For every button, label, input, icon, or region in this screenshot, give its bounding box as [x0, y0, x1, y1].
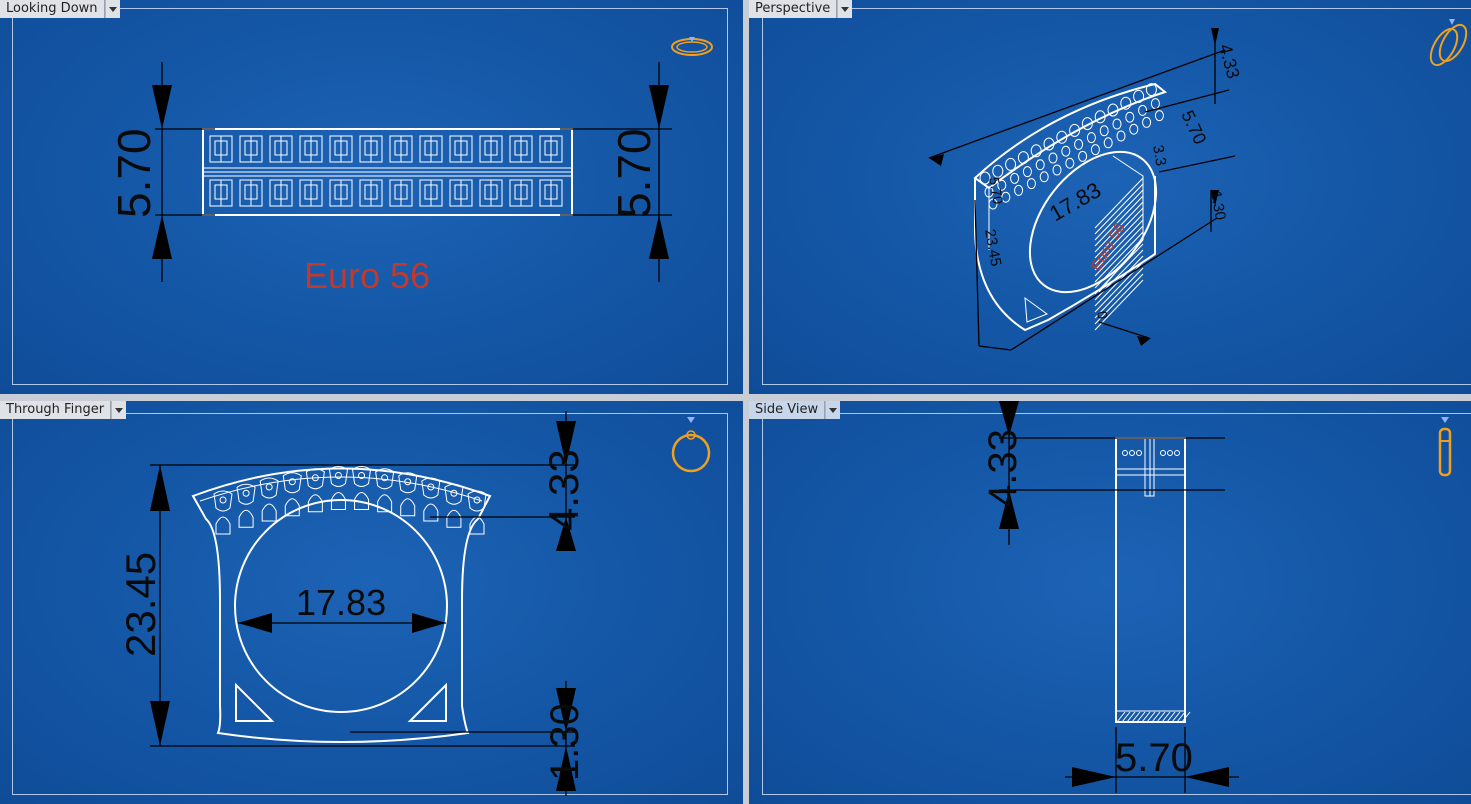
viewport-tab[interactable]: Through Finger [0, 401, 127, 419]
viewport-label[interactable]: Side View [749, 401, 826, 419]
dim-c: 3.3 [1149, 144, 1169, 167]
viewport-label[interactable]: Looking Down [0, 0, 105, 18]
ring-top-outline [202, 128, 573, 216]
through-finger-drawing: 23.45 4.33 17.83 1.30 [117, 411, 711, 796]
dim-f: 23.45 [981, 228, 1004, 268]
ring-front-outline [191, 465, 492, 743]
viewport-perspective[interactable]: Perspective 4.33 5.70 [749, 0, 1471, 394]
side-view-drawing: 4.33 5.70 [981, 401, 1452, 793]
chevron-down-icon[interactable] [837, 0, 853, 18]
dim-h: 0 [1094, 310, 1111, 321]
viewport-label[interactable]: Through Finger [0, 401, 112, 419]
viewport-side-view[interactable]: Side View 4.33 5.70 [749, 401, 1471, 804]
viewport-label[interactable]: Perspective [749, 0, 838, 18]
perspective-drawing: 4.33 5.70 3.3 5.70 17.83 23.45 1.30 0 Eu… [928, 19, 1471, 351]
viewport-looking-down[interactable]: Looking Down 5.70 5.70 Euro 56 [0, 0, 743, 394]
dim-right: 5.70 [608, 128, 660, 218]
ring-side-outline [1115, 437, 1191, 723]
dim-a: 4.33 [1215, 42, 1243, 81]
ring-gizmo-icon[interactable] [1425, 19, 1471, 69]
dim-b: 5.70 [1177, 107, 1210, 147]
ring-gizmo-icon[interactable] [671, 417, 711, 473]
chevron-down-icon[interactable] [104, 0, 120, 18]
dim-width: 5.70 [1115, 736, 1193, 780]
looking-down-drawing: 5.70 5.70 Euro 56 [108, 37, 713, 296]
size-annotation: Euro 56 [304, 255, 430, 296]
dim-d: 5.70 [986, 176, 1007, 206]
dim-bottom: 1.30 [543, 703, 587, 781]
dim-top: 4.33 [981, 429, 1025, 507]
dim-e: 17.83 [1045, 177, 1105, 226]
viewport-tab[interactable]: Side View [749, 401, 841, 419]
dim-top: 4.33 [540, 449, 587, 531]
ring-gizmo-icon[interactable] [671, 37, 713, 56]
viewport-through-finger[interactable]: Through Finger 23.45 4.33 17.83 1.30 [0, 401, 743, 804]
chevron-down-icon[interactable] [825, 401, 841, 419]
viewport-tab[interactable]: Perspective [749, 0, 853, 18]
dim-left: 5.70 [108, 128, 160, 218]
dim-height: 23.45 [117, 552, 164, 657]
viewport-tab[interactable]: Looking Down [0, 0, 120, 18]
chevron-down-icon[interactable] [111, 401, 127, 419]
ring-gizmo-icon[interactable] [1438, 417, 1452, 477]
dim-g: 1.30 [1207, 190, 1229, 222]
dim-inner: 17.83 [296, 582, 386, 623]
